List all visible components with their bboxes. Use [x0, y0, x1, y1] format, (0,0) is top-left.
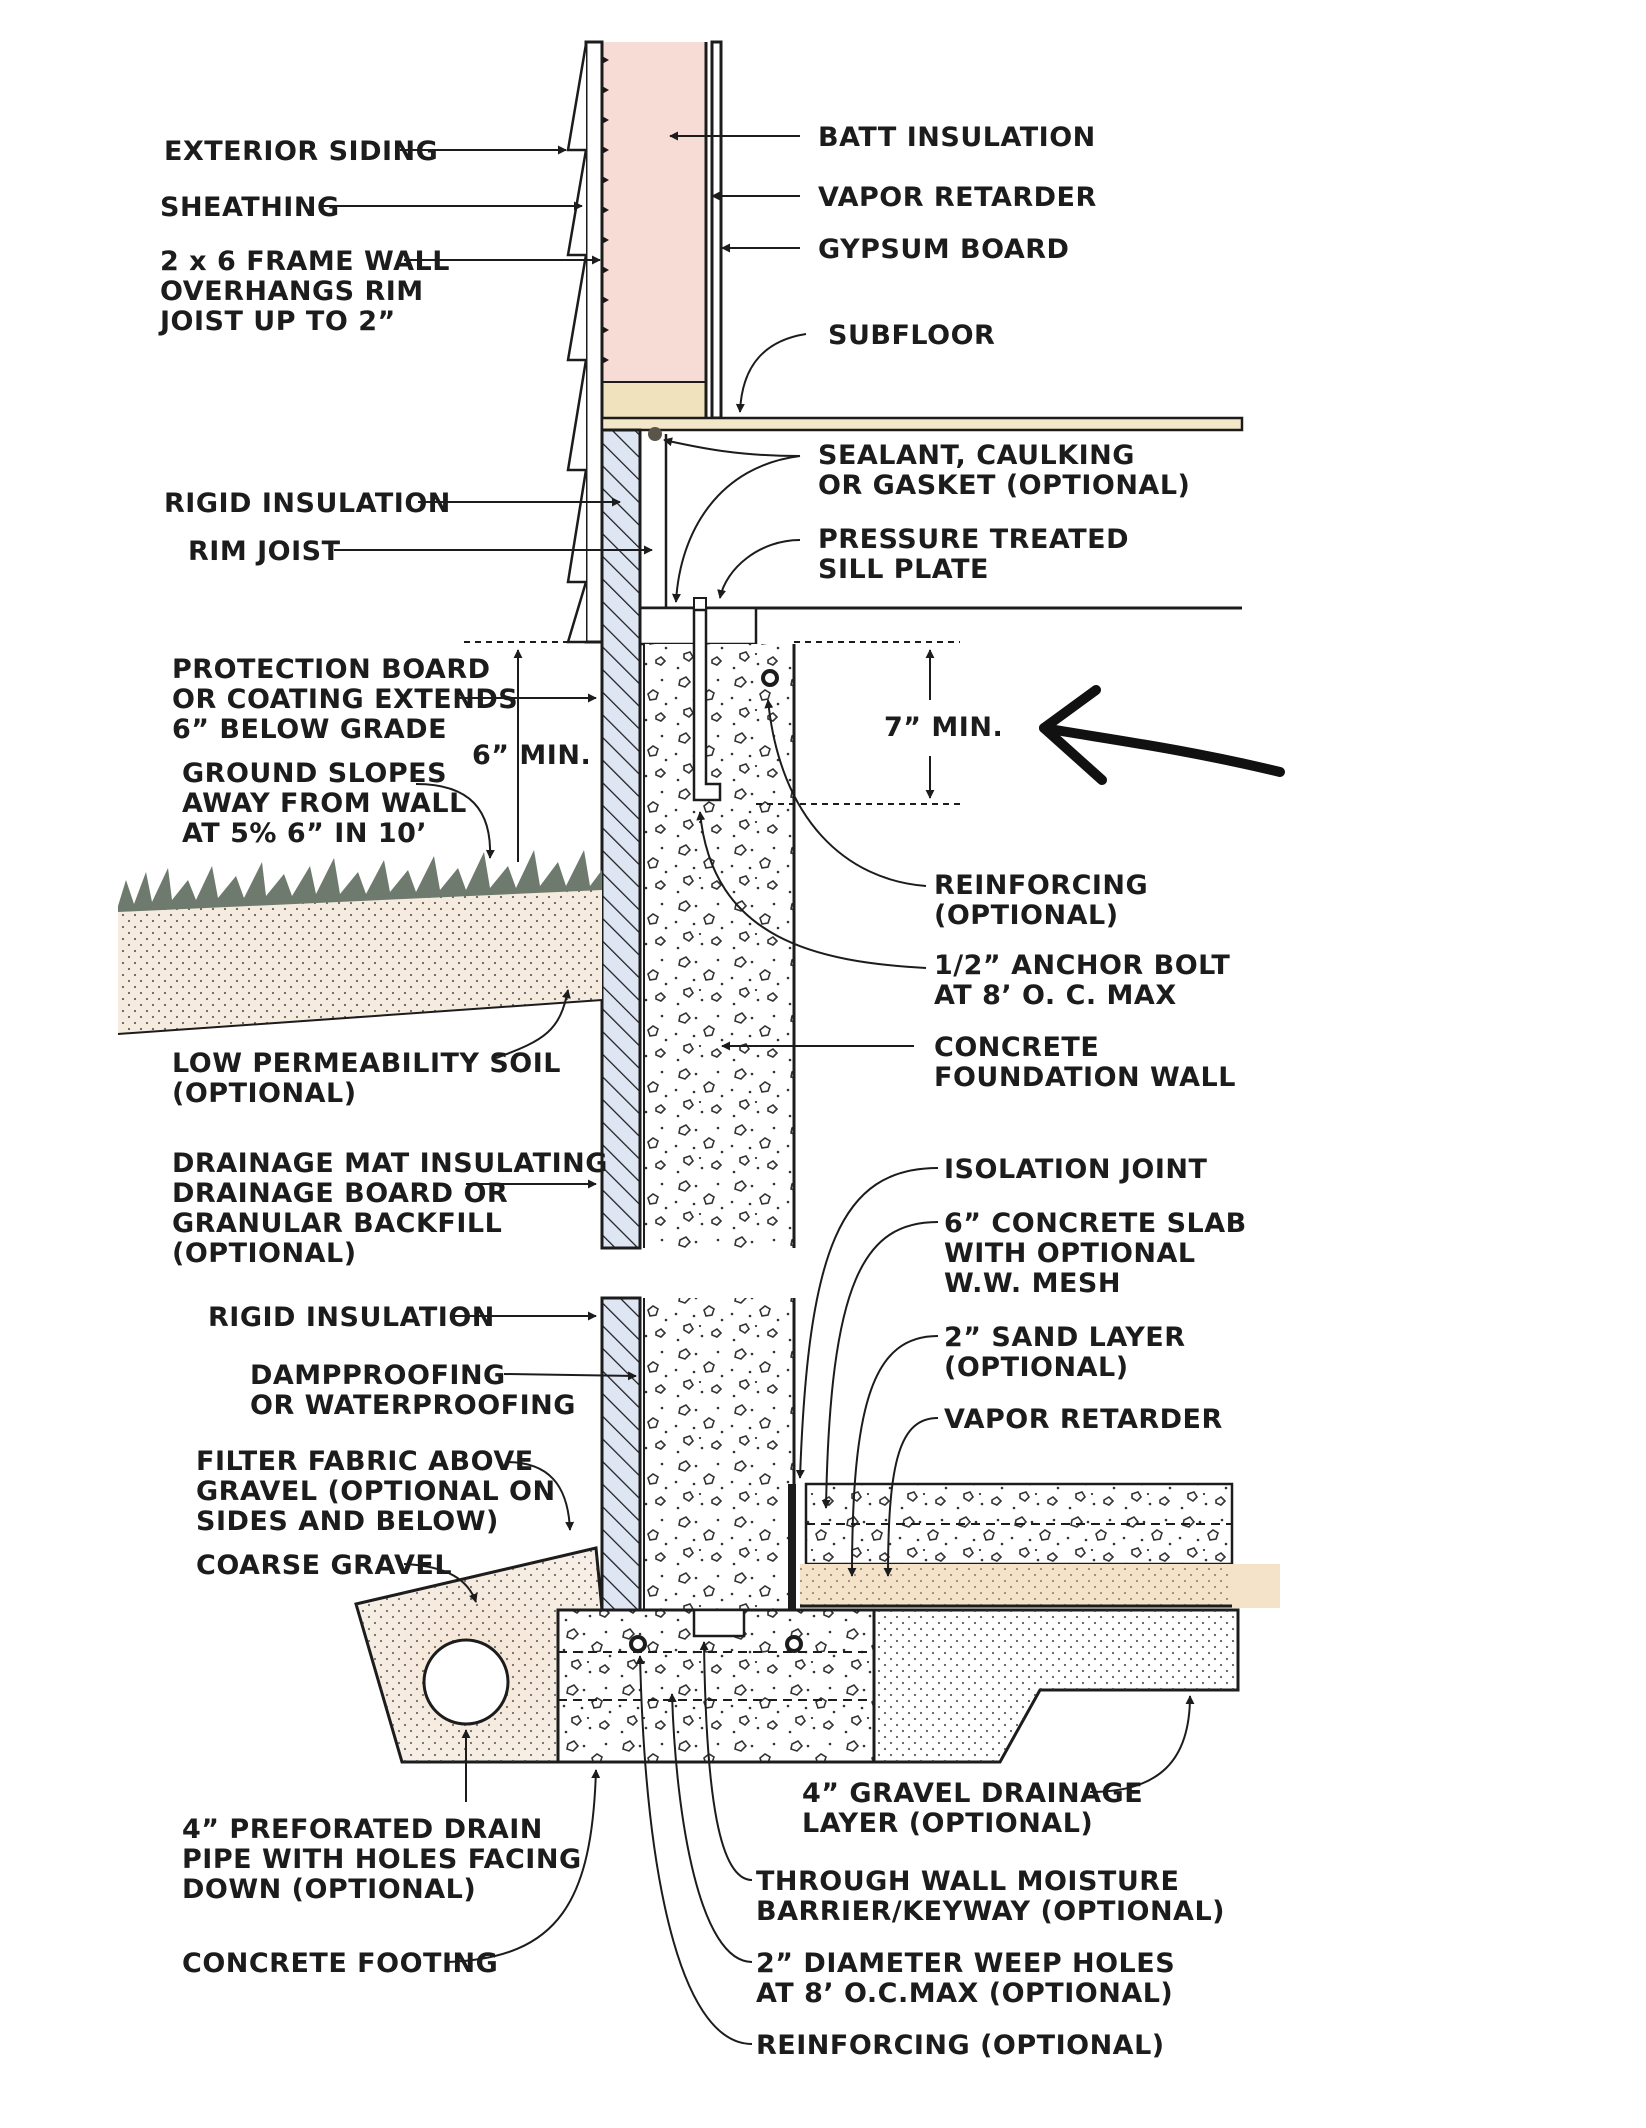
label-sill-plate: PRESSURE TREATED SILL PLATE: [818, 524, 1139, 585]
upper-wall-assembly: [566, 40, 723, 644]
isolation-joint: [788, 1484, 796, 1610]
label-isolation-joint: ISOLATION JOINT: [944, 1154, 1208, 1185]
label-anchor-bolt: 1/2” ANCHOR BOLT AT 8’ O. C. MAX: [934, 950, 1240, 1011]
label-reinforcing-bottom: REINFORCING (OPTIONAL): [756, 2030, 1165, 2061]
rigid-insulation-upper: [600, 428, 642, 1250]
gravel-drainage-dots: [874, 1610, 1238, 1762]
label-coarse-gravel: COARSE GRAVEL: [196, 1550, 452, 1581]
gypsum-board: [710, 40, 723, 420]
label-protection-board: PROTECTION BOARD OR COATING EXTENDS 6” B…: [172, 654, 528, 745]
grass: [118, 850, 602, 912]
rigid-insulation-lower: [600, 1296, 642, 1612]
label-gravel-drainage: 4” GRAVEL DRAINAGE LAYER (OPTIONAL): [802, 1778, 1153, 1839]
label-dampproofing: DAMPPROOFING OR WATERPROOFING: [250, 1360, 576, 1421]
label-concrete-slab: 6” CONCRETE SLAB WITH OPTIONAL W.W. MESH: [944, 1208, 1257, 1299]
sealant-bead: [648, 427, 662, 441]
label-filter-fabric: FILTER FABRIC ABOVE GRAVEL (OPTIONAL ON …: [196, 1446, 566, 1537]
label-subfloor: SUBFLOOR: [828, 320, 995, 351]
label-frame-wall: 2 x 6 FRAME WALL OVERHANGS RIM JOIST UP …: [158, 246, 460, 337]
label-sealant: SEALANT, CAULKING OR GASKET (OPTIONAL): [818, 440, 1190, 501]
label-batt-insulation: BATT INSULATION: [818, 122, 1096, 153]
drain-pipe: [422, 1638, 510, 1726]
sheathing-nails: [602, 56, 609, 364]
sand-layer-dots: [800, 1564, 1232, 1608]
label-drainage-mat: DRAINAGE MAT INSULATING DRAINAGE BOARD O…: [172, 1148, 618, 1269]
label-vapor-retarder-bottom: VAPOR RETARDER: [944, 1404, 1223, 1435]
batt-insulation: [602, 42, 706, 382]
label-drain-pipe: 4” PREFORATED DRAIN PIPE WITH HOLES FACI…: [182, 1814, 592, 1905]
label-concrete-footing: CONCRETE FOOTING: [182, 1948, 498, 1979]
label-reinforcing-top: REINFORCING (OPTIONAL): [934, 870, 1158, 931]
dimension-6-min: [464, 641, 600, 862]
label-weep-holes: 2” DIAMETER WEEP HOLES AT 8’ O.C.MAX (OP…: [756, 1948, 1185, 2009]
label-sheathing: SHEATHING: [160, 192, 340, 223]
label-ground-slopes: GROUND SLOPES AWAY FROM WALL AT 5% 6” IN…: [182, 758, 477, 849]
leader-lines: [322, 131, 1195, 2045]
label-gypsum-board: GYPSUM BOARD: [818, 234, 1069, 265]
reinforcing-bar-top: [761, 669, 779, 687]
label-sand-layer: 2” SAND LAYER (OPTIONAL): [944, 1322, 1195, 1383]
anchor-bolt: [692, 597, 722, 802]
label-foundation-wall: CONCRETE FOUNDATION WALL: [934, 1032, 1236, 1093]
label-six-min: 6” MIN.: [472, 740, 591, 771]
exterior-siding: [566, 43, 588, 644]
reinforcing-bar-footing-right: [785, 1635, 803, 1653]
grade-soil: [117, 886, 603, 1035]
dimension-7-min: [756, 641, 960, 805]
label-low-permeability-soil: LOW PERMEABILITY SOIL (OPTIONAL): [172, 1048, 571, 1109]
label-vapor-retarder-top: VAPOR RETARDER: [818, 182, 1097, 213]
sill-top-plate: [601, 381, 707, 419]
concrete-foundation-wall-lower: [644, 1298, 794, 1610]
sheathing: [584, 40, 604, 644]
label-rim-joist: RIM JOIST: [188, 536, 341, 567]
hand-drawn-arrow: [1039, 685, 1285, 785]
subfloor: [600, 416, 1244, 432]
keyway: [692, 1608, 746, 1638]
label-moisture-barrier: THROUGH WALL MOISTURE BARRIER/KEYWAY (OP…: [756, 1866, 1225, 1927]
label-rigid-insulation-top: RIGID INSULATION: [164, 488, 451, 519]
label-rigid-insulation-bottom: RIGID INSULATION: [208, 1302, 495, 1333]
label-seven-min: 7” MIN.: [884, 712, 1003, 743]
reinforcing-bar-footing-left: [629, 1635, 647, 1653]
concrete-foundation-wall-upper: [644, 644, 794, 1248]
label-exterior-siding: EXTERIOR SIDING: [164, 136, 438, 167]
